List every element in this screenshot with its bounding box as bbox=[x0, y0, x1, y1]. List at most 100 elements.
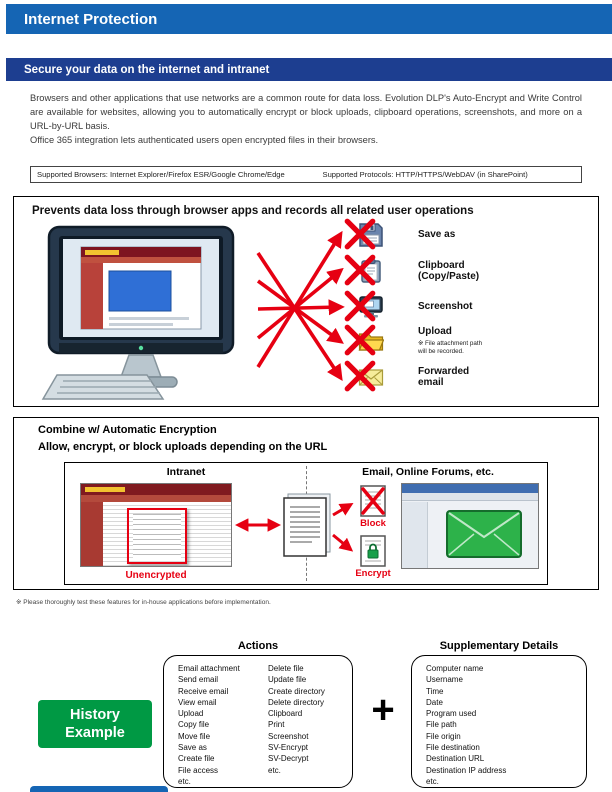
upload-path-note: ※ File attachment path will be recorded. bbox=[418, 339, 483, 355]
action-item: Save as bbox=[178, 743, 207, 753]
red-x-icon bbox=[344, 360, 376, 392]
unencrypted-document bbox=[127, 508, 187, 564]
supported-protocols: Supported Protocols: HTTP/HTTPS/WebDAV (… bbox=[322, 170, 528, 179]
action-item: Upload bbox=[178, 709, 204, 719]
supplementary-item: Computer name bbox=[426, 664, 484, 673]
encrypted-document-icon bbox=[360, 535, 386, 567]
email-client-screenshot bbox=[401, 483, 539, 569]
prevented-action-forwarded-email: Forwarded email bbox=[344, 360, 496, 394]
prevented-action-clipboard: Clipboard (Copy/Paste) bbox=[344, 254, 496, 288]
intro-office-line: Office 365 integration lets authenticate… bbox=[30, 134, 379, 145]
encryption-diagram: Intranet Email, Online Forums, etc. Unen… bbox=[64, 462, 548, 585]
prevented-action-label-text: Upload bbox=[418, 326, 452, 338]
action-item: Clipboard bbox=[268, 709, 303, 719]
action-item: Receive email bbox=[178, 686, 229, 696]
supplementary-title: Supplementary Details bbox=[439, 640, 559, 652]
prevented-action-label: Forwarded email bbox=[418, 365, 470, 389]
action-item: etc. bbox=[268, 765, 281, 775]
email-forums-header: Email, Online Forums, etc. bbox=[362, 466, 494, 478]
blocked-document-icon bbox=[360, 485, 386, 517]
supplementary-item: Username bbox=[426, 675, 463, 685]
prevented-action-label: Save as bbox=[418, 229, 456, 241]
screenshot-icon bbox=[344, 290, 388, 324]
action-item: Screenshot bbox=[268, 731, 309, 741]
red-x-icon bbox=[344, 218, 376, 250]
encrypt-label: Encrypt bbox=[355, 568, 391, 579]
save-as-icon bbox=[344, 218, 388, 252]
history-badge-line1: History bbox=[70, 706, 120, 723]
browser-navbar bbox=[81, 495, 231, 502]
browser-logo bbox=[85, 487, 125, 492]
email-toolbar bbox=[402, 493, 538, 501]
actions-column-2: Delete file Update file Create directory… bbox=[268, 663, 352, 787]
actions-box: Email attachment Send email Receive emai… bbox=[163, 655, 353, 788]
action-item: Update file bbox=[268, 675, 307, 685]
supplementary-item: Time bbox=[426, 686, 444, 696]
actions-title: Actions bbox=[237, 640, 279, 652]
section-header-bar: Secure your data on the internet and int… bbox=[6, 58, 612, 81]
supplementary-item: Destination IP address bbox=[426, 765, 507, 775]
encryption-title-line1: Combine w/ Automatic Encryption bbox=[38, 424, 217, 436]
supplementary-item: Date bbox=[426, 697, 443, 707]
action-item: etc. bbox=[178, 776, 191, 786]
supplementary-item: File path bbox=[426, 720, 457, 730]
intranet-header: Intranet bbox=[166, 466, 206, 478]
encrypt-item: Encrypt bbox=[353, 535, 393, 579]
block-item: Block bbox=[353, 485, 393, 529]
supplementary-item: Destination URL bbox=[426, 754, 485, 764]
intro-paragraph: Browsers and other applications that use… bbox=[30, 93, 582, 131]
email-envelope-icon bbox=[446, 510, 522, 558]
action-item: File access bbox=[178, 765, 219, 775]
prevented-action-save-as: Save as bbox=[344, 218, 496, 252]
page-title: Internet Protection bbox=[24, 10, 158, 28]
history-example-badge: History Example bbox=[38, 700, 152, 748]
prevention-title: Prevents data loss through browser apps … bbox=[32, 205, 474, 217]
action-item: Move file bbox=[178, 731, 211, 741]
next-section-partial-bar bbox=[30, 786, 168, 792]
prevented-action-screenshot: Screenshot bbox=[344, 290, 496, 324]
action-item: Copy file bbox=[178, 720, 210, 730]
document-icon bbox=[283, 493, 331, 557]
action-item: SV-Encrypt bbox=[268, 743, 309, 753]
supplementary-item: Program used bbox=[426, 709, 477, 719]
action-item: Create directory bbox=[268, 686, 325, 696]
action-item: View email bbox=[178, 697, 217, 707]
browser-sidebar bbox=[81, 502, 103, 566]
history-badge-line2: Example bbox=[65, 725, 125, 741]
supported-browsers: Supported Browsers: Internet Explorer/Fi… bbox=[37, 170, 285, 179]
action-item: Send email bbox=[178, 675, 219, 685]
footnote: ※ Please thoroughly test these features … bbox=[16, 599, 271, 606]
action-item: SV-Decrypt bbox=[268, 754, 309, 764]
page-header-bar: Internet Protection bbox=[6, 4, 612, 34]
forwarded-email-icon bbox=[344, 360, 388, 394]
support-info-bar: Supported Browsers: Internet Explorer/Fi… bbox=[30, 166, 582, 183]
upload-folder-icon bbox=[344, 324, 388, 358]
email-titlebar bbox=[402, 484, 538, 493]
action-item: Create file bbox=[178, 754, 215, 764]
action-item: Delete directory bbox=[268, 697, 325, 707]
clipboard-icon bbox=[344, 254, 388, 288]
supplementary-box: Computer name Username Time Date Program… bbox=[411, 655, 587, 788]
red-x-icon bbox=[344, 324, 376, 356]
supplementary-item: File destination bbox=[426, 743, 480, 753]
intro-text: Browsers and other applications that use… bbox=[30, 92, 582, 148]
supplementary-item: File origin bbox=[426, 731, 461, 741]
action-item: Delete file bbox=[268, 664, 304, 673]
actions-column-1: Email attachment Send email Receive emai… bbox=[178, 663, 268, 787]
red-x-icon bbox=[344, 254, 376, 286]
browser-banner bbox=[81, 484, 231, 495]
section-title: Secure your data on the internet and int… bbox=[24, 63, 270, 76]
prevented-action-label: Upload ※ File attachment path will be re… bbox=[418, 326, 496, 356]
plus-sign: + bbox=[371, 688, 395, 732]
unencrypted-label: Unencrypted bbox=[125, 570, 187, 581]
encryption-feature-box: Combine w/ Automatic Encryption Allow, e… bbox=[13, 417, 599, 590]
supplementary-item: etc. bbox=[426, 776, 439, 786]
intranet-browser-screenshot bbox=[80, 483, 232, 567]
action-item: Email attachment bbox=[178, 664, 240, 673]
prevented-action-upload: Upload ※ File attachment path will be re… bbox=[344, 324, 496, 358]
action-item: Print bbox=[268, 720, 285, 730]
prevented-action-label: Clipboard (Copy/Paste) bbox=[418, 259, 480, 283]
prevention-feature-box: Prevents data loss through browser apps … bbox=[13, 196, 599, 407]
block-label: Block bbox=[360, 518, 386, 529]
